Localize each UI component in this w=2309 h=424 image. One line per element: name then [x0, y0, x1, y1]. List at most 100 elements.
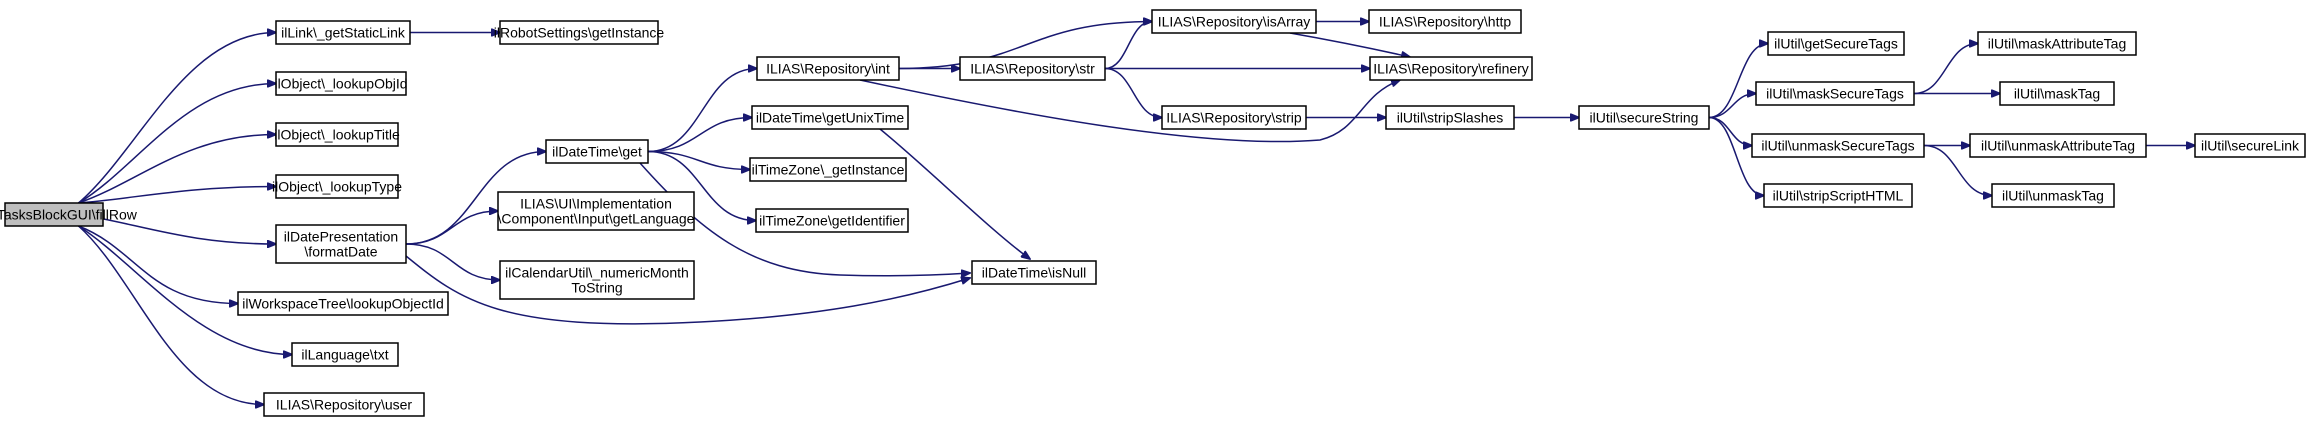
- node-box: [263, 392, 425, 417]
- node-is-null[interactable]: ilDateTime\isNull: [971, 260, 1097, 285]
- edge-line: [859, 80, 1400, 143]
- node-box: [1385, 105, 1515, 130]
- node-box: [497, 191, 695, 231]
- node-label: ilRobotSettings\getInstance: [494, 25, 665, 41]
- node-box: [275, 224, 407, 264]
- node-robot-settings[interactable]: ilRobotSettings\getInstance: [494, 20, 665, 45]
- node-label: ilDateTime\get: [552, 144, 642, 160]
- node-label: ilDateTime\getUnixTime: [756, 110, 905, 126]
- node-label: ilObject\_lookupTitle: [274, 127, 400, 143]
- node-strip-script-html[interactable]: ilUtil\stripScriptHTML: [1763, 183, 1913, 208]
- node-box: [755, 208, 909, 233]
- edge-formatDate-to-getLanguage: [405, 211, 498, 245]
- node-label: ILIAS\Repository\isArray: [1158, 14, 1311, 30]
- edge-dateGet-to-getUnixTime: [647, 118, 752, 153]
- edge-repoStr-to-isArray: [1104, 22, 1152, 70]
- node-http[interactable]: ILIAS\Repository\http: [1368, 9, 1522, 34]
- edge-root-to-txt: [78, 225, 293, 355]
- edge-getUnixTime-to-isNull: [879, 128, 1030, 259]
- edge-line: [78, 187, 277, 204]
- edge-line: [879, 128, 1030, 259]
- node-label: ilPDTasksBlockGUI\fillRow: [0, 207, 138, 223]
- node-label: ILIAS\UI\Implementation: [520, 196, 672, 212]
- edge-line: [1913, 44, 1978, 95]
- edge-dateGet-to-tzGetIdentifier: [647, 150, 756, 221]
- edge-line: [405, 211, 498, 245]
- node-label: ILIAS\Repository\int: [766, 61, 890, 77]
- node-strip[interactable]: ILIAS\Repository\strip: [1161, 105, 1307, 130]
- edge-line: [1923, 144, 1992, 196]
- node-label: ilLanguage\txt: [301, 347, 388, 363]
- node-label: ilTimeZone\getIdentifier: [759, 213, 905, 229]
- node-txt[interactable]: ilLanguage\txt: [291, 342, 399, 367]
- edge-line: [405, 255, 970, 325]
- edge-formatDate-to-numericMonth: [405, 243, 500, 280]
- node-mask-secure-tags[interactable]: ilUtil\maskSecureTags: [1755, 81, 1915, 106]
- edge-repoInt-to-isArray: [898, 22, 1152, 70]
- node-repo-str[interactable]: ILIAS\Repository\str: [959, 56, 1106, 81]
- node-box: [1151, 9, 1317, 34]
- node-repo-int[interactable]: ILIAS\Repository\int: [756, 56, 900, 81]
- node-box: [1161, 105, 1307, 130]
- node-get-secure-tags[interactable]: ilUtil\getSecureTags: [1767, 31, 1905, 56]
- node-lookup-object-id[interactable]: ilWorkspaceTree\lookupObjectId: [237, 291, 449, 316]
- node-secure-link[interactable]: ilUtil\secureLink: [2194, 133, 2306, 158]
- edge-line: [1104, 22, 1152, 70]
- node-refinery[interactable]: ILIAS\Repository\refinery: [1369, 56, 1533, 81]
- node-box: [2194, 133, 2306, 158]
- edge-line: [647, 150, 756, 221]
- node-format-date[interactable]: ilDatePresentation\formatDate: [275, 224, 407, 264]
- node-box: [1969, 133, 2147, 158]
- node-secure-string[interactable]: ilUtil\secureString: [1578, 105, 1710, 130]
- node-label: ilObject\_lookupType: [272, 179, 402, 195]
- edge-formatDate-to-isNull: [405, 255, 970, 325]
- node-unmask-secure-tags[interactable]: ilUtil\unmaskSecureTags: [1751, 133, 1925, 158]
- node-label: ilUtil\stripScriptHTML: [1773, 188, 1904, 204]
- edge-line: [1708, 116, 1764, 196]
- edge-secureString-to-stripScriptHTML: [1708, 116, 1764, 196]
- node-unmask-attribute-tag[interactable]: ilUtil\unmaskAttributeTag: [1969, 133, 2147, 158]
- node-box: [749, 157, 907, 182]
- edge-line: [78, 84, 277, 204]
- node-box: [1755, 81, 1915, 106]
- node-tz-get-identifier[interactable]: ilTimeZone\getIdentifier: [755, 208, 909, 233]
- node-label: ilObject\_lookupObjId: [274, 76, 407, 92]
- node-get-static-link[interactable]: ilLink\_getStaticLink: [275, 20, 411, 45]
- edge-line: [405, 243, 500, 280]
- node-lookup-title[interactable]: ilObject\_lookupTitle: [274, 122, 400, 147]
- node-date-get[interactable]: ilDateTime\get: [545, 139, 649, 164]
- node-get-unix-time[interactable]: ilDateTime\getUnixTime: [751, 105, 909, 130]
- node-box: [1763, 183, 1913, 208]
- node-get-language[interactable]: ILIAS\UI\Implementation\Component\Input\…: [497, 191, 695, 231]
- edge-root-to-getStaticLink: [78, 33, 277, 204]
- node-mask-tag[interactable]: ilUtil\maskTag: [1999, 81, 2115, 106]
- node-label: ilDateTime\isNull: [982, 265, 1087, 281]
- node-label: ilUtil\secureLink: [2201, 138, 2300, 154]
- node-box: [275, 71, 407, 96]
- edge-secureString-to-getSecureTags: [1708, 44, 1768, 119]
- node-strip-slashes[interactable]: ilUtil\stripSlashes: [1385, 105, 1515, 130]
- node-label: ilUtil\unmaskAttributeTag: [1981, 138, 2135, 154]
- node-box: [971, 260, 1097, 285]
- node-user[interactable]: ILIAS\Repository\user: [263, 392, 425, 417]
- node-mask-attribute-tag[interactable]: ilUtil\maskAttributeTag: [1977, 31, 2137, 56]
- node-lookup-obj-id[interactable]: ilObject\_lookupObjId: [274, 71, 408, 96]
- node-is-array[interactable]: ILIAS\Repository\isArray: [1151, 9, 1317, 34]
- node-unmask-tag[interactable]: ilUtil\unmaskTag: [1991, 183, 2115, 208]
- node-box: [275, 20, 411, 45]
- node-box: [1991, 183, 2115, 208]
- node-box: [499, 20, 659, 45]
- edge-repoInt-to-refinery: [859, 80, 1400, 143]
- node-box: [1368, 9, 1522, 34]
- edge-line: [647, 150, 750, 170]
- node-label: ilUtil\secureString: [1590, 110, 1699, 126]
- node-box: [1767, 31, 1905, 56]
- node-lookup-type[interactable]: ilObject\_lookupType: [272, 174, 402, 199]
- node-root[interactable]: ilPDTasksBlockGUI\fillRow: [0, 202, 138, 227]
- edge-isArray-to-refinery: [1289, 32, 1410, 57]
- node-box: [1369, 56, 1533, 81]
- node-box: [237, 291, 449, 316]
- node-tz-get-instance[interactable]: ilTimeZone\_getInstance: [749, 157, 907, 182]
- edge-root-to-lookupType: [78, 187, 277, 204]
